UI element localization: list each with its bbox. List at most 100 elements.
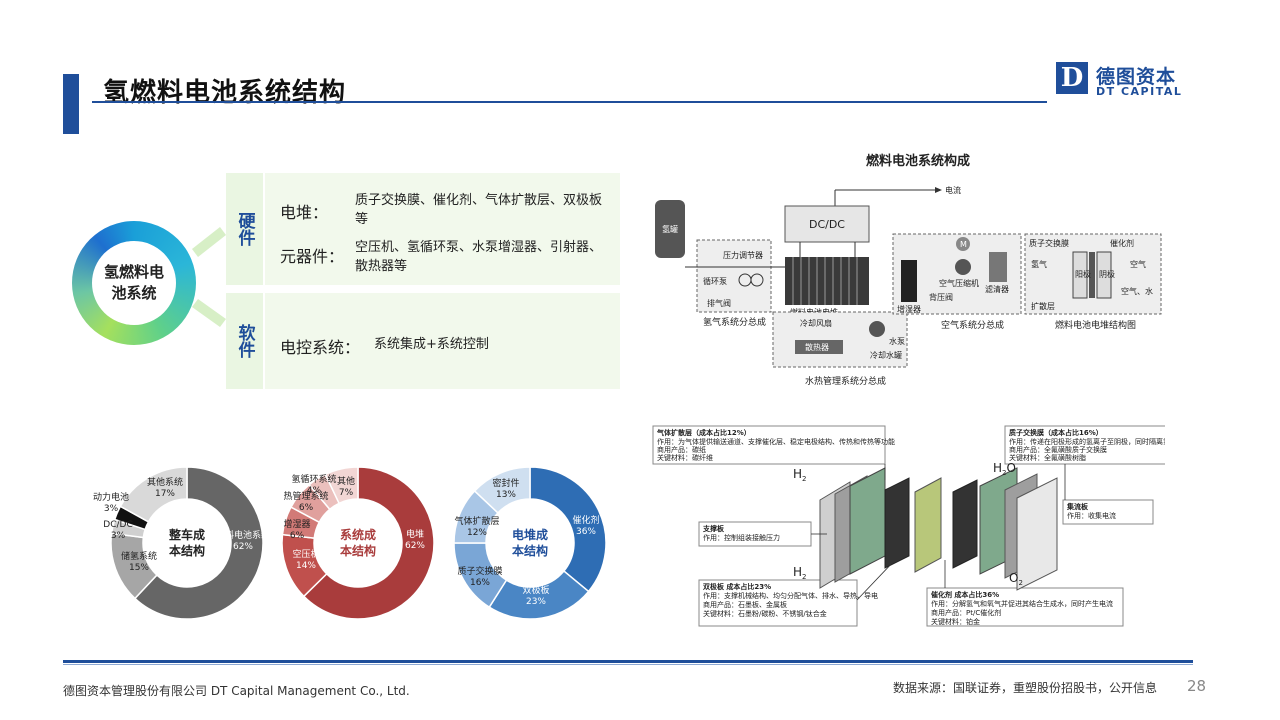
- donut-label-name: 热管理系统: [283, 492, 329, 502]
- donut-label-pct: 16%: [469, 578, 490, 588]
- svg-text:双极板 成本占比23%: 双极板 成本占比23%: [703, 582, 771, 591]
- filter-label: 滤清器: [985, 284, 1009, 294]
- page-number: 28: [1187, 677, 1207, 695]
- pem-box: 质子交换膜（成本占比16%） 作用：传递在阳极形成的氢离子至阴极，同时隔离氢气与…: [1004, 425, 1165, 465]
- donut-label-name: 储氢系统: [120, 552, 157, 562]
- ring-center-label: 氢燃料电池系统: [104, 263, 165, 302]
- svg-text:作用：分解氢气和氧气并促进其结合生成水，同时产生电流: 作用：分解氢气和氧气并促进其结合生成水，同时产生电流: [931, 599, 1113, 608]
- o2-label: O2: [1009, 571, 1023, 587]
- logo-chinese-name: 德图资本: [1096, 66, 1177, 88]
- donut-label-pct: 4%: [306, 486, 322, 496]
- hardware-panel: [265, 173, 620, 285]
- donut-2-center-label: 本结构: [340, 543, 376, 558]
- donut-1-center-label: 整车成: [168, 527, 205, 542]
- gdl-box: 气体扩散层（成本占比12%） 作用：为气体提供输送通道、支撑催化层、稳定电极结构…: [652, 425, 895, 465]
- donut-label-pct: 12%: [466, 528, 487, 538]
- support-box: 支撑板 作用：控制组装接触压力: [698, 521, 812, 547]
- components-desc: 空压机、氢循环泵、水泵增湿器、引射器、散热器等: [355, 240, 603, 274]
- donut-label-name: 燃料电池系统: [215, 531, 270, 541]
- footer-source: 数据来源：国联证券，重塑股份招股书，公开信息: [893, 681, 1158, 695]
- svg-text:催化剂 成本占比36%: 催化剂 成本占比36%: [931, 590, 999, 599]
- caption-air: 空气系统分总成: [941, 319, 1004, 331]
- donut-label-name: 催化剂: [572, 516, 600, 526]
- air-water-label: 空气、水: [1121, 286, 1153, 296]
- donut-2-center-label: 系统成: [340, 527, 376, 542]
- stack-structure-diagram: 气体扩散层（成本占比12%） 作用：为气体提供输送通道、支撑催化层、稳定电极结构…: [652, 425, 1165, 627]
- donut-label-pct: 17%: [154, 489, 175, 499]
- catalyst-box: 催化剂 成本占比36% 作用：分解氢气和氧气并促进其结合生成水，同时产生电流 商…: [926, 587, 1124, 627]
- title-accent-bar: [63, 74, 79, 134]
- donut-label-pct: 6%: [289, 531, 305, 541]
- pem-label-small: 质子交换膜: [1029, 238, 1069, 248]
- donut-label-pct: 62%: [404, 541, 425, 551]
- pressure-valve-label: 压力调节器: [723, 250, 763, 260]
- donut-label-pct: 3%: [110, 531, 126, 541]
- svg-text:集流板: 集流板: [1066, 502, 1089, 511]
- donut-label-pct: 15%: [128, 563, 149, 573]
- ecu-desc: 系统集成+系统控制: [374, 337, 489, 352]
- footer-divider: [63, 660, 1193, 663]
- anode-label: 阳极: [1075, 269, 1091, 279]
- air-label-small: 空气: [1130, 259, 1146, 269]
- svg-text:作用：传递在阳极形成的氢离子至阴极，同时隔离氢气与氧气: 作用：传递在阳极形成的氢离子至阴极，同时隔离氢气与氧气: [1009, 437, 1165, 446]
- footer-divider-thin: [63, 664, 1193, 665]
- cathode-label: 阴极: [1099, 269, 1115, 279]
- donut-2-slice-1: [302, 466, 435, 620]
- hardware-tab: 硬件: [226, 173, 263, 285]
- caption-thermal: 水热管理系统分总成: [805, 375, 886, 387]
- back-valve-label: 背压阀: [929, 292, 953, 302]
- system-diagram: 电流 DC/DC 氢罐 压力调节器 循环泵 排气阀 燃料电池电堆 冷却风扇 散热…: [655, 185, 1162, 387]
- tank-label: 氢罐: [662, 224, 678, 234]
- stack-label: 电堆：: [280, 203, 329, 222]
- svg-text:支撑板: 支撑板: [702, 524, 725, 533]
- catalyst-label-small: 催化剂: [1110, 238, 1134, 248]
- svg-text:关键材料：碳纤维: 关键材料：碳纤维: [657, 453, 713, 462]
- svg-text:气体扩散层（成本占比12%）: 气体扩散层（成本占比12%）: [656, 428, 751, 437]
- stack-desc: 质子交换膜、催化剂、气体扩散层、双极板等: [355, 193, 603, 227]
- donut-label-name: 密封件: [492, 479, 520, 489]
- svg-text:商用产品：碳纸: 商用产品：碳纸: [657, 445, 706, 454]
- components-label: 元器件：: [280, 247, 345, 266]
- bipolar-box: 双极板 成本占比23% 作用：支撑机械结构、均匀分配气体、排水、导热、导电 商用…: [698, 579, 878, 627]
- donut-3-center-label: 本结构: [512, 543, 548, 558]
- logo-icon: D: [1056, 62, 1088, 94]
- donut-3-slice-1: [529, 466, 607, 593]
- h2-top-label: H2: [793, 467, 807, 483]
- h2-bottom-label: H2: [793, 565, 807, 581]
- donut-label-name: 空压机: [292, 550, 320, 560]
- logo-english-name: DT CAPITAL: [1096, 85, 1183, 98]
- svg-text:作用：控制组装接触压力: 作用：控制组装接触压力: [703, 533, 780, 542]
- donut-label-pct: 3%: [103, 504, 119, 514]
- donut-label-name: 动力电池: [92, 493, 129, 503]
- donut-3-slice-5: [473, 466, 531, 514]
- svg-text:关键材料：全氟磺酸树脂: 关键材料：全氟磺酸树脂: [1009, 453, 1086, 462]
- ecu-label: 电控系统：: [280, 338, 361, 357]
- fuel-cell-system-ring: 氢燃料电池系统: [72, 221, 196, 345]
- collector-box: 集流板 作用：收集电流: [1062, 499, 1154, 525]
- svg-text:质子交换膜（成本占比16%）: 质子交换膜（成本占比16%）: [1009, 428, 1103, 437]
- donut-label-name: 增湿器: [283, 520, 311, 530]
- donut-1-slice-1: [133, 466, 264, 620]
- current-label: 电流: [945, 185, 961, 195]
- diffusion-label: 扩散层: [1031, 301, 1055, 311]
- donut-label-pct: 23%: [525, 597, 546, 607]
- dcdc-label: DC/DC: [809, 218, 845, 231]
- footer-company: 德图资本管理股份有限公司 DT Capital Management Co., …: [63, 684, 410, 698]
- donut-label-pct: 6%: [298, 503, 314, 513]
- page-title: 氢燃料电池系统结构: [103, 78, 347, 108]
- water-pump-label: 水泵: [889, 336, 905, 346]
- donut-1-slice-5: [119, 466, 188, 523]
